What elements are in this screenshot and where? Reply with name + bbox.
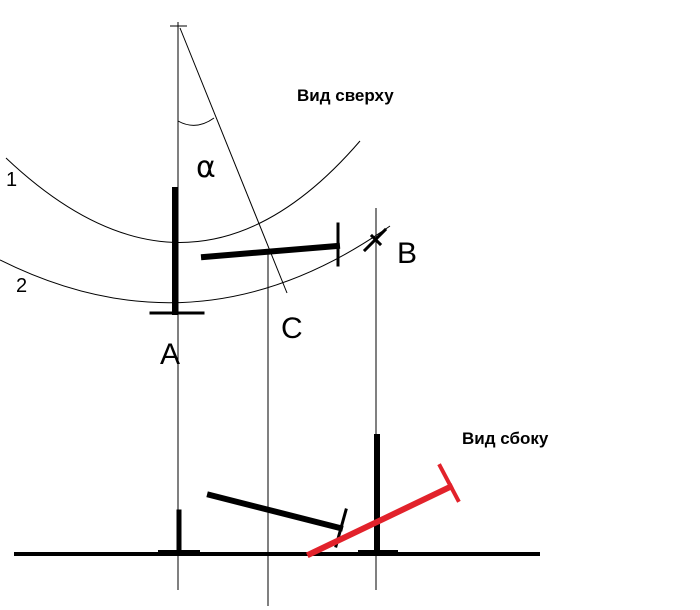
point-c-label: C xyxy=(281,312,303,345)
point-b-tick xyxy=(369,233,383,247)
red-arm-end-cap xyxy=(437,463,461,503)
top-view-label: Вид сверху xyxy=(297,86,394,105)
arm-side-view xyxy=(206,491,344,532)
red-arm-side-view xyxy=(305,482,455,559)
curve-2-label: 2 xyxy=(16,275,27,297)
alpha-angle-arc xyxy=(177,117,215,126)
point-a-label: A xyxy=(160,338,180,371)
arc-curve-2 xyxy=(0,225,391,304)
arm-top-view xyxy=(200,242,341,261)
side-view-shapes xyxy=(14,434,540,559)
arc-curve-1 xyxy=(5,140,361,243)
top-view-shapes xyxy=(149,187,388,315)
alpha-label: α xyxy=(196,150,216,185)
curve-1-label: 1 xyxy=(6,169,17,191)
side-view-label: Вид сбоку xyxy=(462,429,549,448)
construction-lines xyxy=(0,22,391,606)
point-b-label: B xyxy=(397,237,417,270)
